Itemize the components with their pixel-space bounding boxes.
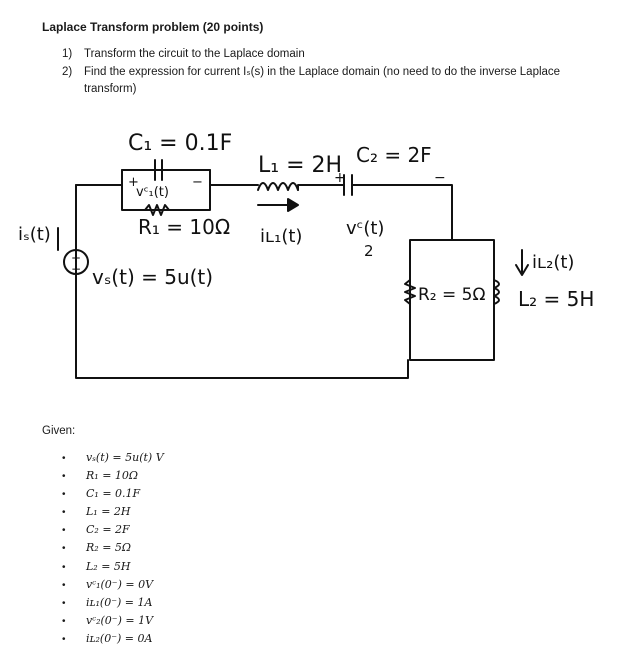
- given-item: • iʟ₂(0⁻) = 0A: [62, 630, 164, 648]
- il1-arrowhead: [287, 198, 299, 212]
- bullet: •: [62, 525, 66, 537]
- circuit-diagram: C₁ = 0.1F vᶜ₁(t) + − R₁ = 10Ω L₁ = 2H iʟ…: [18, 131, 594, 379]
- l2-label: L₂ = 5H: [518, 287, 594, 311]
- given-value: iʟ₂(0⁻) = 0A: [86, 631, 153, 645]
- c2-minus: −: [434, 170, 446, 186]
- given-value: L₂ = 5H: [86, 559, 131, 573]
- bullet: •: [62, 507, 66, 519]
- l1-label: L₁ = 2H: [258, 153, 342, 178]
- given-item: • L₂ = 5H: [62, 558, 164, 576]
- bullet: •: [62, 471, 66, 483]
- c1-plus: +: [128, 175, 139, 190]
- given-value: C₁ = 0.1F: [86, 487, 141, 501]
- task-2-text-continued: transform): [84, 83, 137, 95]
- bullet: •: [62, 597, 66, 609]
- given-value: vᶜ₂(0⁻) = 1V: [86, 613, 154, 627]
- given-item: • C₂ = 2F: [62, 521, 164, 539]
- given-list: • vₛ(t) = 5u(t) V • R₁ = 10Ω • C₁ = 0.1F • L…: [62, 449, 164, 648]
- given-value: vₛ(t) = 5u(t) V: [86, 451, 164, 464]
- il2-label: iʟ₂(t): [532, 252, 574, 273]
- wire-l1-to-c2: [297, 184, 341, 191]
- given-item: • R₁ = 10Ω: [62, 467, 164, 485]
- right-box: [409, 239, 495, 361]
- given-item: • vᶜ₁(0⁻) = 0V: [62, 576, 164, 594]
- given-value: L₁ = 2H: [86, 505, 131, 519]
- given-value: R₂ = 5Ω: [86, 541, 132, 555]
- bullet: •: [62, 543, 66, 555]
- vs-plus: +: [71, 251, 81, 265]
- vc1-label: vᶜ₁(t): [136, 185, 169, 200]
- task-2: 2) Find the expression for current Iₛ(s) …: [62, 64, 594, 98]
- given-item: • C₁ = 0.1F: [62, 485, 164, 503]
- bullet: •: [62, 615, 66, 627]
- task-1-text: Transform the circuit to the Laplace dom…: [84, 48, 305, 60]
- bullet: •: [62, 561, 66, 573]
- is-label: iₛ(t): [18, 224, 51, 245]
- given-value: C₂ = 2F: [86, 523, 130, 537]
- il2-arrowhead: [515, 264, 529, 276]
- problem-title: Laplace Transform problem (20 points): [42, 20, 264, 34]
- given-item: • vᶜ₂(0⁻) = 1V: [62, 612, 164, 630]
- c2-plus: +: [334, 170, 346, 186]
- voltage-source: [63, 249, 89, 275]
- vs-minus: −: [71, 262, 81, 276]
- r2-resistor: [404, 279, 416, 305]
- task-2-number: 2): [62, 66, 73, 78]
- r1-resistor: [144, 204, 170, 216]
- vc2-subscript: 2: [364, 242, 374, 260]
- r1-label: R₁ = 10Ω: [138, 215, 230, 239]
- l1-coil: [257, 182, 299, 191]
- r2-label: R₂ = 5Ω: [418, 285, 486, 305]
- given-value: vᶜ₁(0⁻) = 0V: [86, 577, 154, 591]
- vs-label: vₛ(t) = 5u(t): [92, 265, 213, 289]
- wire-c2-right: [339, 184, 453, 241]
- given-item: • iʟ₁(0⁻) = 1A: [62, 594, 164, 612]
- given-value: R₁ = 10Ω: [86, 469, 139, 483]
- bullet: •: [62, 453, 66, 464]
- bullet: •: [62, 579, 66, 591]
- left-wire: [75, 184, 409, 379]
- given-item: • L₁ = 2H: [62, 503, 164, 521]
- il1-label: iʟ₁(t): [260, 226, 302, 247]
- bullet: •: [62, 633, 66, 645]
- bullet: •: [62, 489, 66, 501]
- given-item: • vₛ(t) = 5u(t) V: [62, 449, 164, 467]
- given-value: iʟ₁(0⁻) = 1A: [86, 595, 153, 609]
- l2-coil: [493, 279, 500, 305]
- c1-minus: −: [192, 175, 203, 190]
- c2-label: C₂ = 2F: [356, 143, 432, 167]
- given-item: • R₂ = 5Ω: [62, 539, 164, 557]
- task-1-number: 1): [62, 48, 73, 60]
- task-2-text: Find the expression for current Iₛ(s) in…: [84, 66, 561, 78]
- vc2-label: vᶜ(t): [346, 218, 384, 239]
- c1-label: C₁ = 0.1F: [128, 131, 232, 156]
- task-1: 1) Transform the circuit to the Laplace d…: [62, 46, 594, 63]
- given-heading: Given:: [42, 425, 76, 437]
